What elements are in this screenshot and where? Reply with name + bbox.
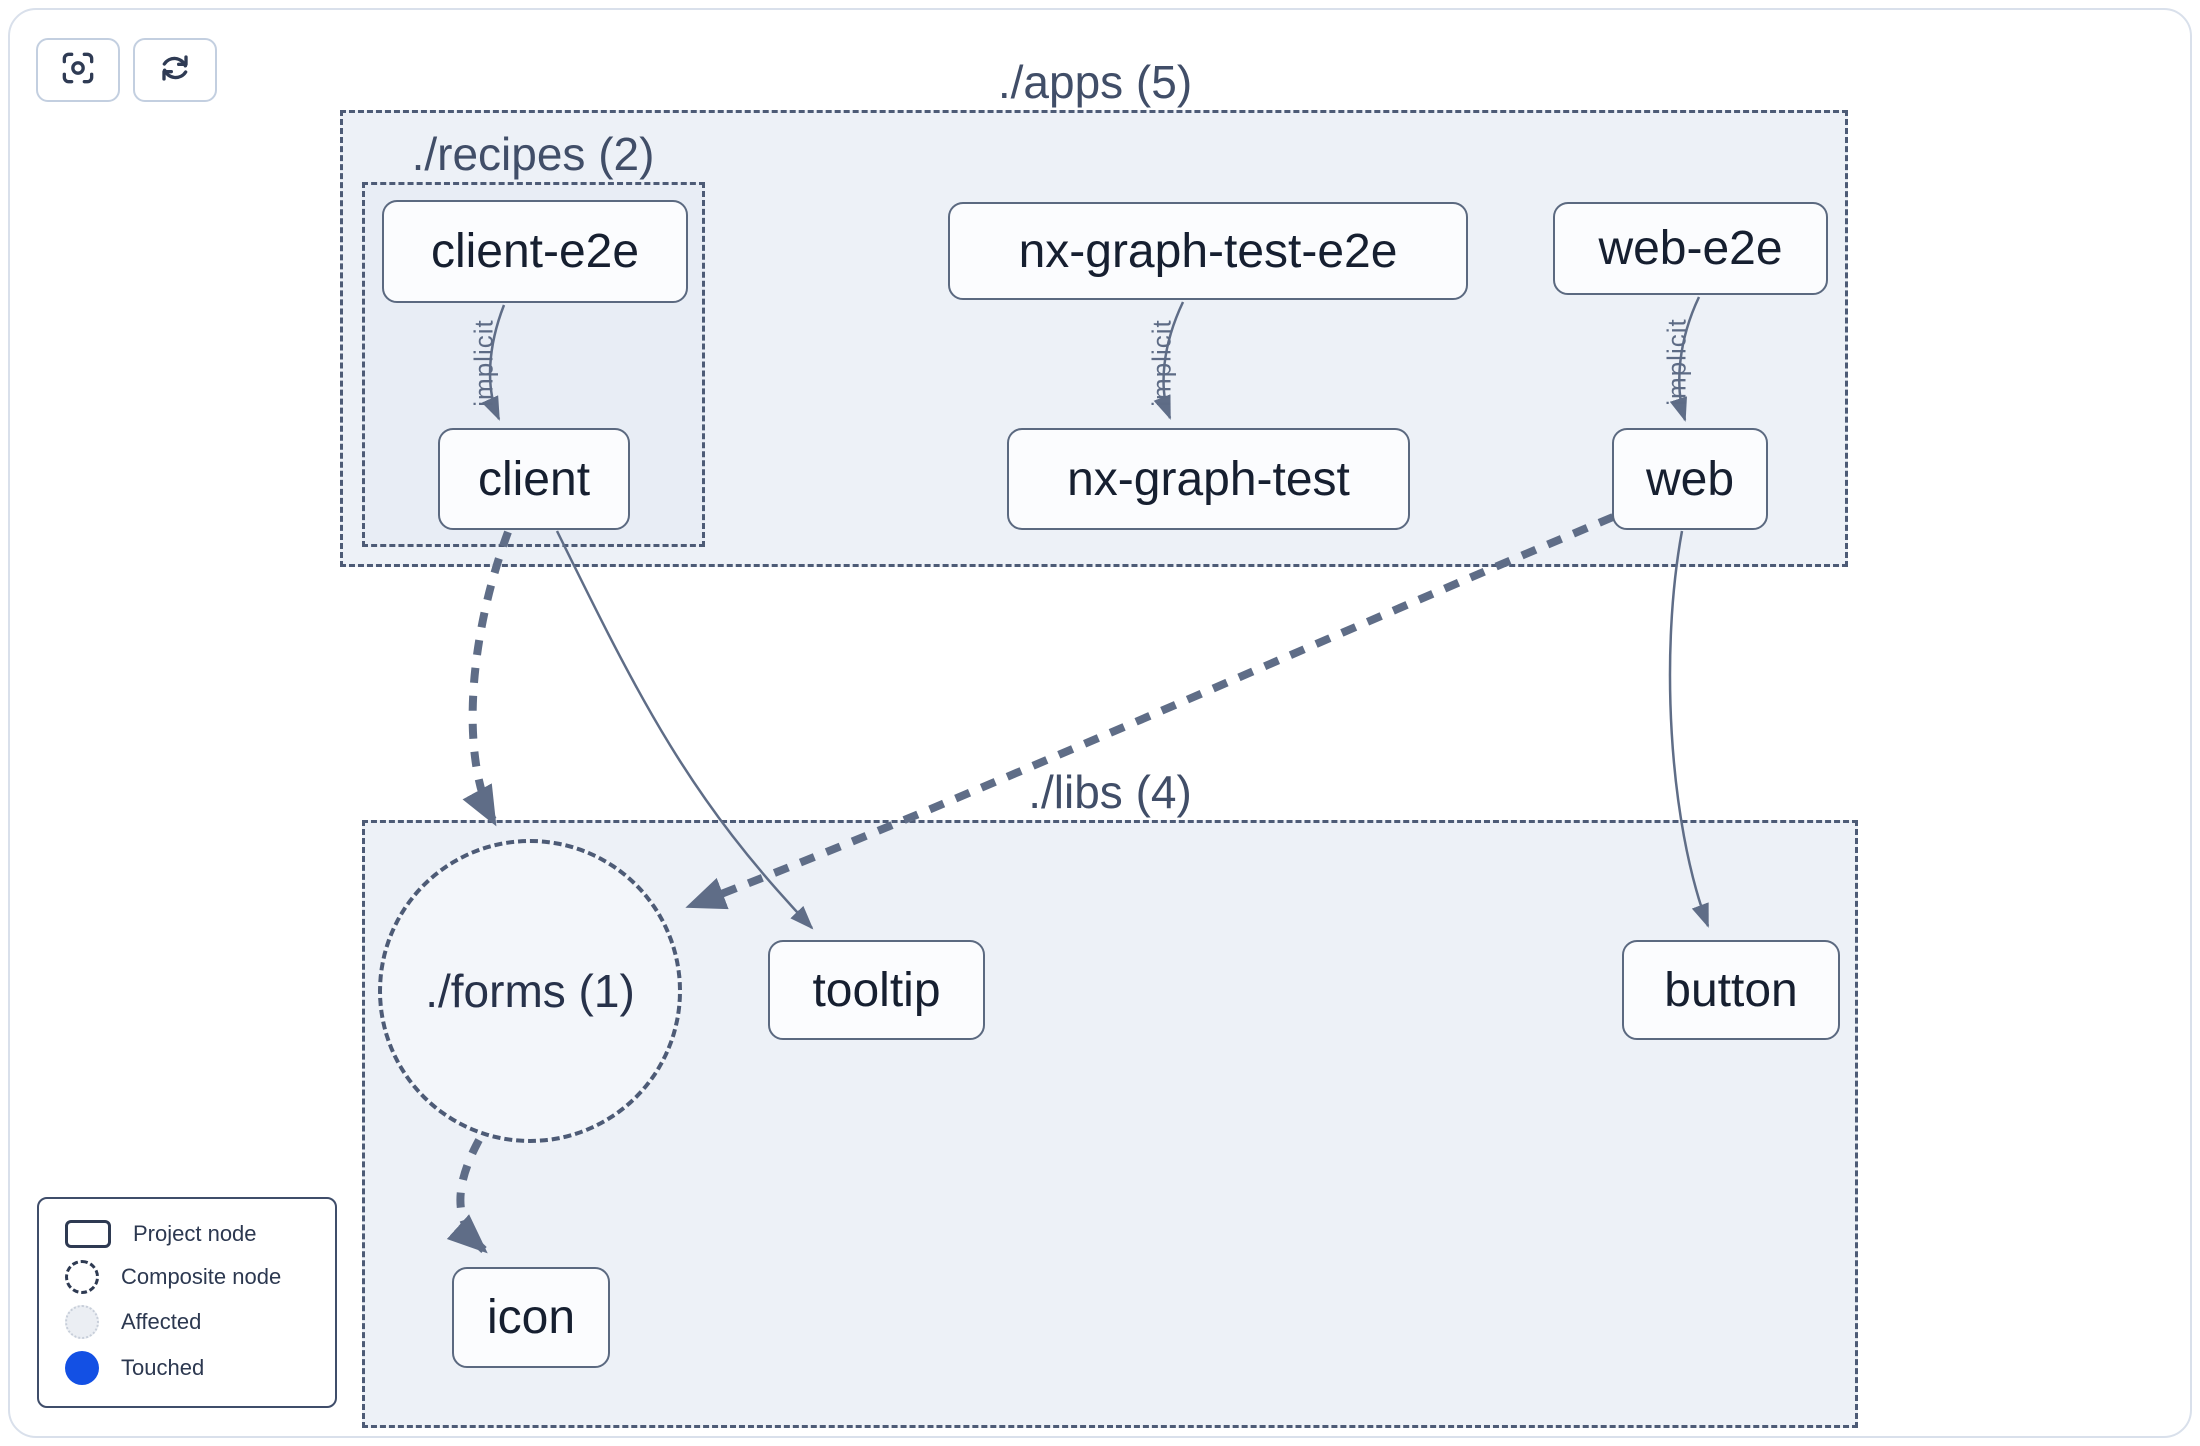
project-node-nx-graph-test-e2e[interactable]: nx-graph-test-e2e <box>948 202 1468 300</box>
cluster-recipes-label: ./recipes (2) <box>411 128 655 180</box>
legend-panel: Project node Composite node Affected Tou… <box>37 1197 337 1408</box>
refresh-graph-button[interactable] <box>133 38 217 102</box>
project-node-icon[interactable]: icon <box>452 1267 610 1368</box>
project-node-button[interactable]: button <box>1622 940 1840 1040</box>
affected-swatch-icon <box>65 1305 99 1340</box>
project-node-client[interactable]: client <box>438 428 630 530</box>
legend-label: Touched <box>121 1354 205 1380</box>
project-node-client-e2e[interactable]: client-e2e <box>382 200 688 303</box>
legend-label: Composite node <box>121 1263 282 1289</box>
edge-label-implicit: implicit <box>468 319 499 407</box>
legend-row-touched: Touched <box>39 1350 335 1385</box>
legend-row-composite-node: Composite node <box>39 1259 335 1294</box>
composite-node-swatch-icon <box>65 1259 99 1294</box>
focus-icon <box>58 48 98 93</box>
project-node-web[interactable]: web <box>1612 428 1768 530</box>
center-graph-button[interactable] <box>36 38 120 102</box>
project-node-nx-graph-test[interactable]: nx-graph-test <box>1007 428 1410 530</box>
legend-row-affected: Affected <box>39 1305 335 1340</box>
touched-swatch-icon <box>65 1350 99 1385</box>
legend-label: Project node <box>133 1221 257 1247</box>
cluster-apps-label: ./apps (5) <box>997 56 1193 108</box>
refresh-icon <box>155 48 195 93</box>
legend-label: Affected <box>121 1309 202 1335</box>
edge-label-implicit: implicit <box>1146 319 1177 407</box>
project-node-web-e2e[interactable]: web-e2e <box>1553 202 1828 295</box>
composite-node-forms-label: ./forms (1) <box>425 965 635 1017</box>
project-node-tooltip[interactable]: tooltip <box>768 940 985 1040</box>
edge-label-implicit: implicit <box>1661 318 1692 406</box>
composite-node-forms[interactable]: ./forms (1) <box>378 839 682 1143</box>
cluster-libs-label: ./libs (4) <box>1028 766 1192 818</box>
legend-row-project-node: Project node <box>39 1220 335 1249</box>
project-node-swatch-icon <box>65 1220 111 1249</box>
